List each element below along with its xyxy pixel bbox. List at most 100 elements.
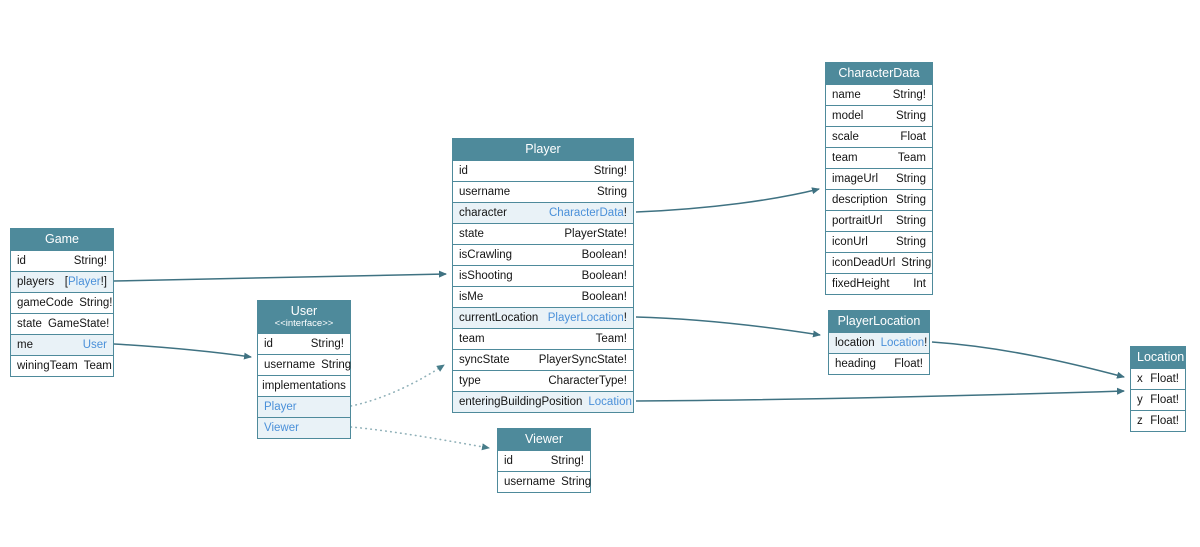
field-name: isCrawling [459, 249, 513, 261]
field-name: syncState [459, 354, 510, 366]
field-name: team [832, 152, 858, 164]
field-row-Player: Player [258, 396, 350, 417]
table-title-characterdata[interactable]: CharacterData [826, 63, 932, 84]
field-row-username: username String [258, 354, 352, 375]
field-type: Float! [1150, 394, 1179, 406]
field-row-isShooting: isShooting Boolean! [453, 265, 633, 286]
edge-game-players-to-player [113, 270, 447, 282]
table-title-location[interactable]: Location [1131, 347, 1185, 368]
table-title-playerlocation[interactable]: PlayerLocation [829, 311, 929, 332]
field-type[interactable]: User [83, 338, 107, 352]
type-link[interactable]: PlayerLocation [547, 312, 624, 324]
field-name: character [459, 207, 507, 219]
edge-player-character-to-characterdata [635, 187, 820, 213]
type-link[interactable]: Location [880, 337, 925, 349]
field-name: state [17, 318, 42, 330]
table-title-text: User [290, 304, 318, 318]
field-type: PlayerState! [564, 228, 627, 240]
field-name: enteringBuildingPosition [459, 396, 583, 408]
edge-playerlocation-location-to-location [931, 341, 1125, 379]
edge-user-implementation-viewer [350, 426, 490, 451]
table-title-viewer[interactable]: Viewer [498, 429, 590, 450]
field-name: team [459, 333, 485, 345]
field-type: String! [73, 255, 107, 267]
field-type: String! [310, 338, 344, 350]
field-type: String [321, 359, 352, 371]
table-title-game[interactable]: Game [11, 229, 113, 250]
field-name: id [504, 455, 513, 467]
field-row-implementations: implementations [258, 375, 350, 396]
table-title-user[interactable]: User<<interface>> [258, 301, 350, 333]
field-type[interactable]: CharacterData! [549, 207, 627, 219]
field-row-players: players[Player!] [11, 271, 113, 292]
field-name: isMe [459, 291, 484, 303]
field-type: String [901, 257, 932, 269]
field-type[interactable]: Location! [880, 337, 928, 349]
field-name: id [264, 338, 273, 350]
field-type: String! [550, 455, 584, 467]
field-name: description [832, 194, 888, 206]
field-name: isShooting [459, 270, 513, 282]
type-link[interactable]: CharacterData [549, 207, 624, 219]
table-title-player[interactable]: Player [453, 139, 633, 160]
field-row-location: location Location! [829, 333, 929, 353]
type-link[interactable]: Player [68, 276, 101, 288]
field-name: location [835, 337, 875, 349]
field-row-currentLocation: currentLocation PlayerLocation! [453, 307, 633, 328]
field-name: id [459, 165, 468, 177]
field-type: String [895, 236, 926, 248]
field-name: iconDeadUrl [832, 257, 896, 269]
field-type[interactable]: [Player!] [64, 276, 107, 288]
field-name: x [1137, 373, 1143, 385]
field-type: String [895, 194, 926, 206]
field-name: username [264, 359, 316, 371]
field-type: String [895, 110, 926, 122]
field-name: currentLocation [459, 312, 539, 324]
edge-player-currentlocation-to-playerlocation [635, 316, 821, 338]
field-type[interactable]: Location [588, 395, 631, 409]
edge-game-me-to-user [113, 343, 252, 360]
implementation-link[interactable]: Player [264, 401, 297, 413]
field-name: me [17, 339, 33, 351]
field-name: name [832, 89, 861, 101]
field-name: username [504, 476, 556, 488]
field-type[interactable]: PlayerLocation! [547, 312, 627, 324]
edge-user-implementation-player [350, 364, 445, 407]
field-type: CharacterType! [548, 375, 627, 387]
field-name: imageUrl [832, 173, 879, 185]
type-link[interactable]: Location [588, 396, 632, 408]
field-name: winingTeam [17, 360, 78, 372]
implementation-link[interactable]: Viewer [264, 422, 299, 434]
type-link[interactable]: User [82, 339, 107, 351]
field-type: Float! [1150, 373, 1179, 385]
field-name: implementations [262, 380, 346, 392]
field-type: Boolean! [581, 270, 627, 282]
field-row-id: id String! [498, 451, 590, 471]
field-type: GameState! [47, 318, 110, 330]
field-type: String! [593, 165, 627, 177]
field-type: Float! [894, 358, 923, 370]
